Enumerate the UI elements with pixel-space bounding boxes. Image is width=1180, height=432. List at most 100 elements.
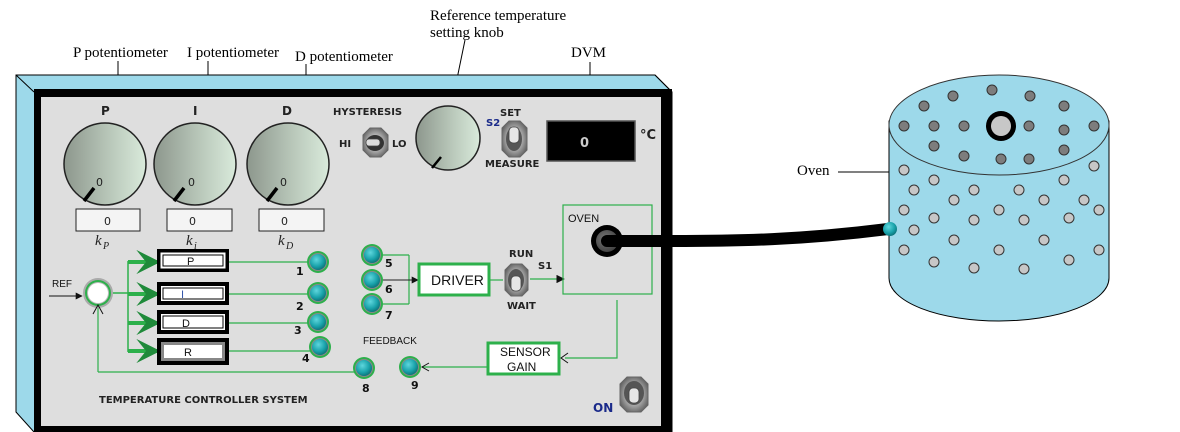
r-block[interactable]: R: [157, 338, 229, 365]
dvm-group: 0 °C: [546, 120, 656, 162]
p-knob-group: P 0 0 k P: [63, 104, 147, 252]
power-toggle-switch[interactable]: [619, 376, 649, 413]
i-potentiometer-knob[interactable]: [153, 122, 237, 206]
i-block-label: I: [181, 289, 184, 301]
hysteresis-label: HYSTERESIS: [333, 107, 402, 118]
terminal-3[interactable]: [307, 311, 329, 333]
terminal-5[interactable]: [361, 244, 383, 266]
s1-wait-label: WAIT: [507, 301, 536, 312]
d-knob-pointer: [265, 186, 279, 203]
i-knob-label: I: [193, 104, 197, 118]
terminal-1[interactable]: [307, 251, 329, 273]
terminal-7[interactable]: [361, 293, 383, 315]
sensor-gain-block[interactable]: SENSOR GAIN: [486, 341, 561, 376]
p-knob-dial-value: 0: [96, 176, 103, 189]
terminal-1-label: 1: [296, 265, 304, 278]
feedback-arrow-head: [92, 303, 104, 315]
panel-title: TEMPERATURE CONTROLLER SYSTEM: [99, 395, 308, 406]
pid-wires: [97, 250, 358, 373]
p-knob-pointer: [82, 186, 96, 203]
oven-sensor-port-inner: [991, 116, 1011, 136]
i-knob-group: I 0 0 k i: [153, 104, 237, 252]
oven-cylinder: [883, 74, 1110, 322]
feedback-label: FEEDBACK: [363, 336, 417, 347]
power-switch-group: ON: [593, 376, 649, 415]
terminal-6-label: 6: [385, 283, 393, 296]
kp-symbol: k: [95, 233, 102, 249]
ref-label: REF: [52, 279, 72, 290]
i-block[interactable]: I: [157, 282, 229, 305]
p-block[interactable]: P: [157, 249, 229, 272]
terminal-9[interactable]: [399, 356, 421, 378]
p-potentiometer-annotation: P potentiometer: [73, 45, 168, 61]
d-potentiometer-annotation: D potentiometer: [295, 49, 393, 65]
s2-measure-label: MEASURE: [485, 159, 540, 170]
driver-label: DRIVER: [431, 272, 484, 288]
d-knob-label: D: [282, 104, 292, 118]
oven-side-holes: [898, 160, 1105, 275]
p-potentiometer-knob[interactable]: [63, 122, 147, 206]
power-on-label: ON: [593, 401, 613, 415]
reference-knob-pointer: [431, 156, 442, 169]
terminal-7-label: 7: [385, 309, 393, 322]
oven-to-sensor-wire: [565, 300, 618, 359]
d-knob-group: D 0 0 k D: [246, 104, 330, 252]
reference-temperature-knob[interactable]: [415, 105, 481, 171]
oven-annotation: Oven: [797, 163, 830, 179]
kd-display: [258, 208, 325, 232]
ref-knob-annotation-line2: setting knob: [430, 25, 504, 41]
d-potentiometer-knob[interactable]: [246, 122, 330, 206]
kp-value: 0: [104, 215, 111, 228]
terminal-2[interactable]: [307, 282, 329, 304]
terminal-8[interactable]: [353, 357, 375, 379]
dvm-unit: °C: [640, 128, 656, 143]
ki-display: [166, 208, 233, 232]
ki-value: 0: [189, 215, 196, 228]
sensor-gain-label-line2: GAIN: [507, 360, 536, 374]
oven-top-holes: [898, 84, 1100, 165]
driver-block[interactable]: DRIVER: [417, 262, 491, 297]
sensor-input-arrow: [560, 352, 569, 364]
terminal-9-label: 9: [411, 379, 419, 392]
kp-display: [75, 208, 141, 232]
hysteresis-switch-group: HYSTERESIS HI LO: [333, 107, 407, 158]
terminal-8-label: 8: [362, 382, 370, 395]
s1-run-label: RUN: [509, 249, 533, 260]
oven-cable: [601, 223, 894, 247]
dvm-value: 0: [580, 136, 589, 151]
summing-junction: [83, 278, 113, 308]
dvm-display: [546, 120, 636, 162]
ki-subscript: i: [194, 241, 197, 252]
terminal-6[interactable]: [361, 269, 383, 291]
p-knob-label: P: [101, 104, 110, 118]
p-block-label: P: [187, 256, 194, 268]
terminal-4-label: 4: [302, 352, 310, 365]
s1-name-label: S1: [538, 261, 552, 272]
s2-toggle-switch[interactable]: [501, 120, 528, 158]
sensor-gain-label-line1: SENSOR: [500, 345, 551, 359]
terminal-2-label: 2: [296, 300, 304, 313]
kd-value: 0: [281, 215, 288, 228]
d-block-label: D: [182, 318, 190, 330]
kp-subscript: P: [102, 241, 109, 252]
housing-bevel-top-left: [15, 74, 35, 93]
terminal9-input-arrow: [420, 362, 430, 372]
d-block[interactable]: D: [157, 310, 229, 334]
terminal-5-label: 5: [385, 257, 393, 270]
terminal-4[interactable]: [309, 336, 331, 358]
ref-knob-annotation-line1: Reference temperature: [430, 8, 566, 24]
s2-set-label: SET: [500, 108, 521, 119]
kd-subscript: D: [285, 241, 294, 252]
terminal-3-label: 3: [294, 324, 302, 337]
s1-toggle-switch[interactable]: [504, 263, 529, 297]
hysteresis-lo-label: LO: [392, 139, 407, 150]
i-knob-pointer: [172, 186, 186, 203]
oven-block-label: OVEN: [568, 213, 599, 225]
s2-switch-group: SET S2 MEASURE: [485, 108, 540, 170]
oven-cable-connector: [883, 222, 897, 236]
kd-symbol: k: [278, 233, 285, 249]
reference-knob-group: [415, 105, 481, 171]
pid-knobs: P 0 0 k P I 0 0 k i D 0 0 k: [63, 104, 330, 252]
hysteresis-toggle-switch[interactable]: [362, 127, 389, 158]
oven-body: [888, 120, 1110, 322]
